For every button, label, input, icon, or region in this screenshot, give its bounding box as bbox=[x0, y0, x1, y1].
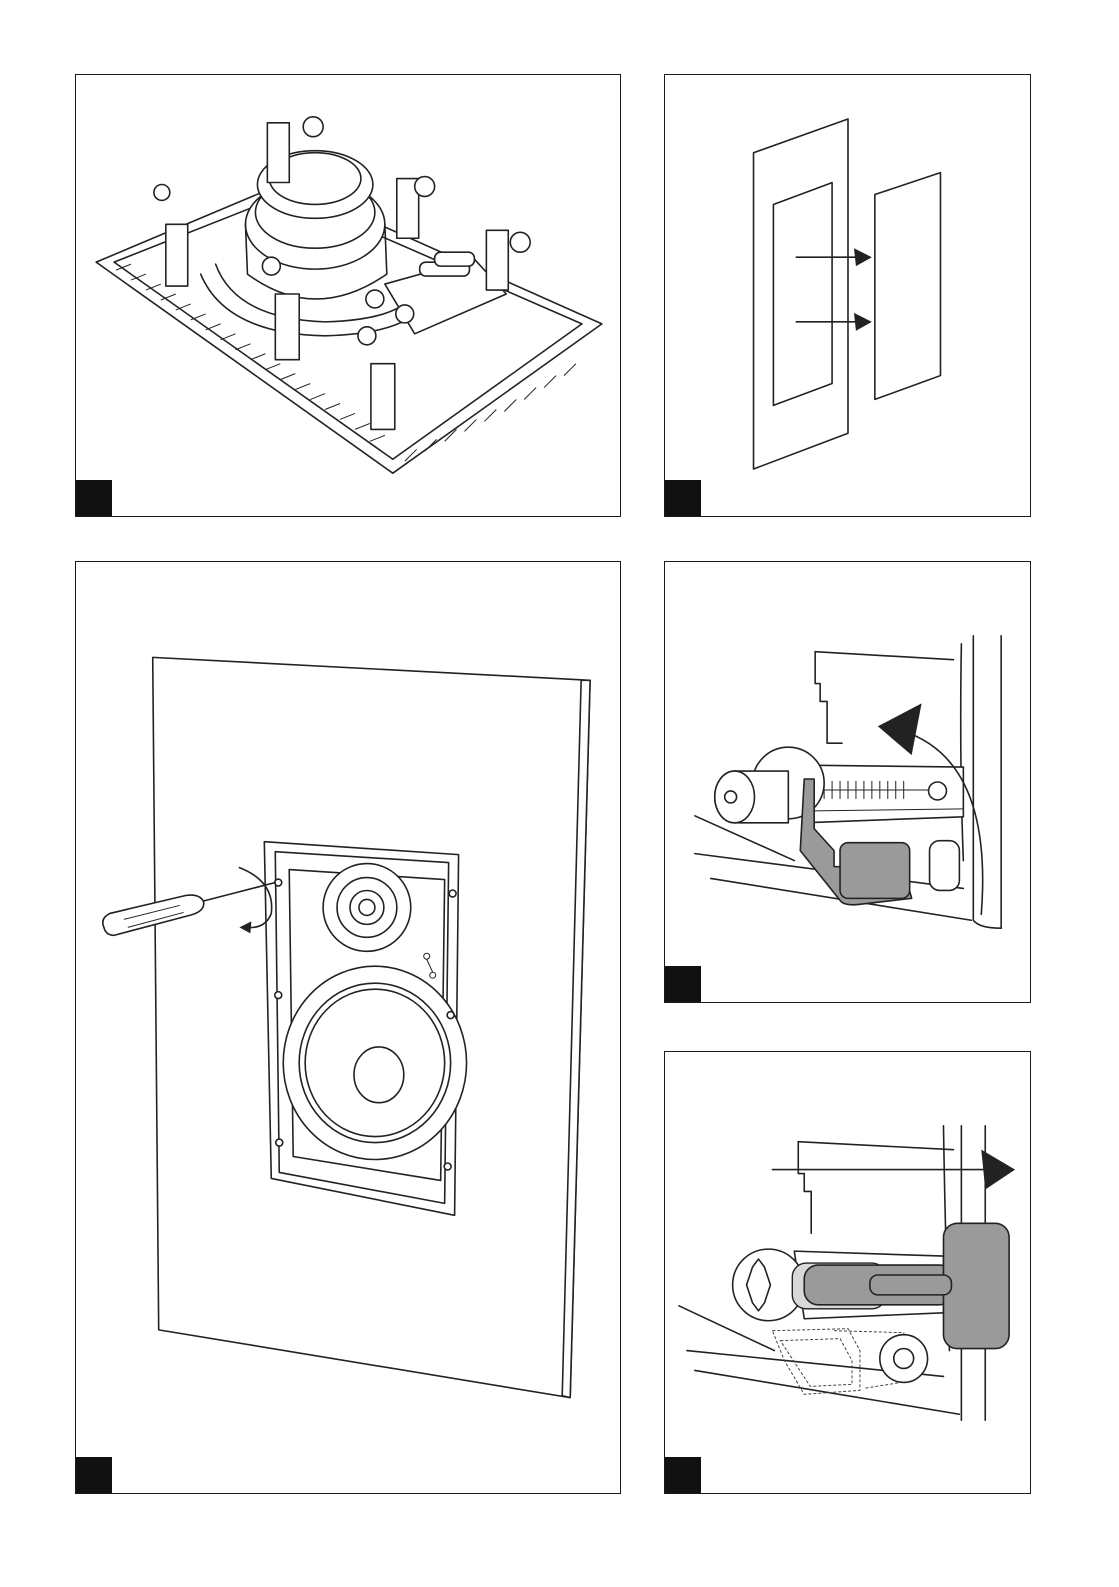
figure-clamp-rotate bbox=[664, 561, 1031, 1003]
figure-marker bbox=[76, 480, 112, 516]
clamp-pull-illustration bbox=[665, 1052, 1030, 1493]
wall-mount-illustration bbox=[76, 562, 620, 1493]
figure-marker bbox=[665, 966, 701, 1002]
figure-wall-mount bbox=[75, 561, 621, 1494]
figure-marker bbox=[665, 480, 701, 516]
speaker-frame-illustration bbox=[76, 75, 620, 516]
figure-speaker-frame bbox=[75, 74, 621, 517]
figure-marker bbox=[76, 1457, 112, 1493]
direction-arrow-icon bbox=[772, 1150, 1015, 1190]
figure-clamp-pull bbox=[664, 1051, 1031, 1494]
figure-paint-shield bbox=[664, 74, 1031, 517]
paint-shield-illustration bbox=[665, 75, 1030, 516]
clamp-rotate-illustration bbox=[665, 562, 1030, 1002]
figure-marker bbox=[665, 1457, 701, 1493]
